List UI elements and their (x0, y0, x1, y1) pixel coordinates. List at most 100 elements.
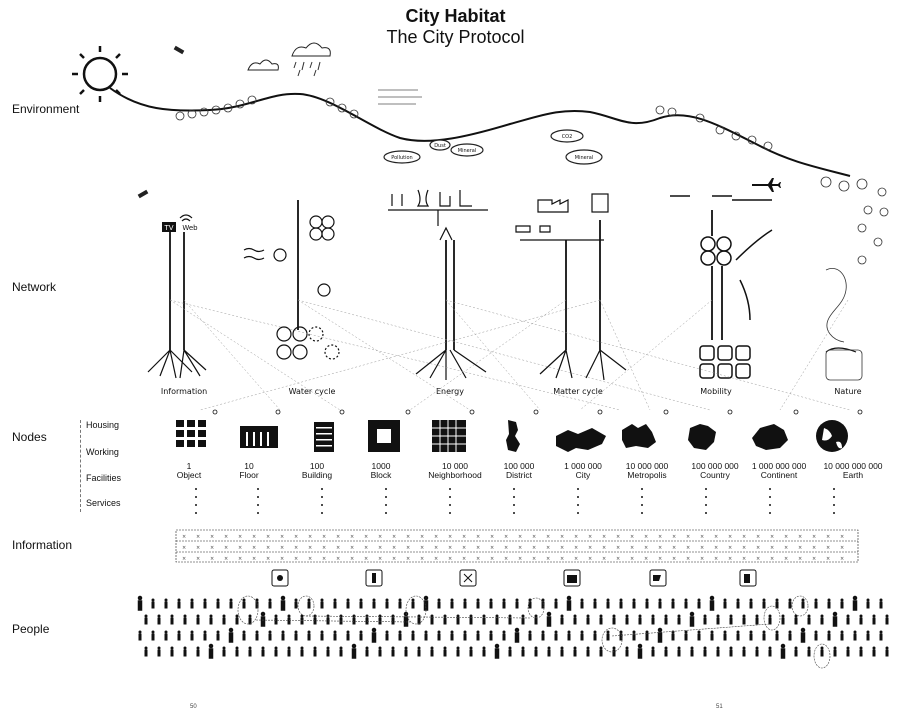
grid-mark: × (252, 545, 256, 551)
person-icon (216, 598, 220, 609)
person-icon (645, 630, 649, 641)
person-icon (222, 646, 226, 657)
person-icon (852, 595, 858, 611)
person-icon (313, 614, 317, 625)
grid-mark: × (616, 545, 620, 551)
person-icon (151, 630, 155, 641)
row-label-environment: Environment (12, 102, 80, 116)
grid-mark: × (672, 534, 676, 540)
grid-mark: × (490, 545, 494, 551)
grid-mark: × (434, 545, 438, 551)
grid-mark: × (406, 534, 410, 540)
person-icon (554, 630, 558, 641)
person-icon (638, 614, 642, 625)
person-icon (742, 614, 746, 625)
network-label-energy: Energy (436, 387, 464, 396)
grid-mark: × (518, 534, 522, 540)
person-icon (580, 630, 584, 641)
person-icon (780, 643, 786, 659)
person-icon (164, 630, 168, 641)
person-icon (403, 611, 409, 627)
node-category-services: Services (86, 498, 121, 508)
resource-blobs (383, 129, 603, 165)
grid-mark: × (420, 534, 424, 540)
wind-icon (378, 89, 422, 105)
grid-mark: × (602, 556, 606, 562)
grid-mark: × (714, 534, 718, 540)
district-icon (506, 420, 520, 452)
person-icon (632, 598, 636, 609)
person-icon (684, 630, 688, 641)
person-icon (190, 598, 194, 609)
person-icon (658, 598, 662, 609)
person-icon (450, 630, 454, 641)
grid-mark: × (532, 556, 536, 562)
person-icon (697, 630, 701, 641)
grid-mark: × (308, 556, 312, 562)
person-icon (365, 646, 369, 657)
grid-mark: × (238, 556, 242, 562)
grid-mark: × (476, 556, 480, 562)
person-icon (489, 598, 493, 609)
person-icon (423, 595, 429, 611)
person-icon (307, 630, 311, 641)
grid-mark: × (728, 556, 732, 562)
person-icon (827, 630, 831, 641)
person-icon (755, 646, 759, 657)
person-icon (736, 598, 740, 609)
node-category-housing: Housing (86, 420, 120, 430)
person-icon (229, 598, 233, 609)
person-icon (879, 630, 883, 641)
person-icon (716, 614, 720, 625)
grid-mark: × (756, 556, 760, 562)
grid-mark: × (224, 534, 228, 540)
people-connection-circles (237, 595, 831, 669)
person-icon (339, 646, 343, 657)
person-icon (768, 614, 772, 625)
person-icon (378, 646, 382, 657)
person-icon (268, 630, 272, 641)
person-icon (872, 614, 876, 625)
grid-mark: × (672, 545, 676, 551)
person-icon (255, 598, 259, 609)
person-icon (866, 630, 870, 641)
person-icon (612, 614, 616, 625)
person-icon (762, 598, 766, 609)
person-icon (586, 646, 590, 657)
grid-mark: × (714, 556, 718, 562)
grid-mark: × (560, 534, 564, 540)
grid-mark: × (210, 545, 214, 551)
network-label-information: Information (161, 387, 207, 396)
person-icon (800, 627, 806, 643)
wifi-icon (179, 214, 193, 222)
grid-mark: × (392, 556, 396, 562)
person-icon (534, 614, 538, 625)
grid-mark: × (210, 556, 214, 562)
person-icon (502, 598, 506, 609)
person-icon (689, 611, 695, 627)
person-icon (729, 646, 733, 657)
node-connector-dots (212, 409, 863, 415)
grid-mark: × (588, 534, 592, 540)
person-icon (411, 630, 415, 641)
person-icon (788, 598, 792, 609)
person-icon (697, 598, 701, 609)
person-icon (619, 598, 623, 609)
grid-mark: × (840, 556, 844, 562)
grid-mark: × (574, 534, 578, 540)
person-icon (196, 614, 200, 625)
water-cycle-icons (243, 215, 340, 360)
grid-mark: × (238, 545, 242, 551)
grid-mark: × (434, 556, 438, 562)
person-icon (190, 630, 194, 641)
person-icon (222, 614, 226, 625)
grid-mark: × (658, 534, 662, 540)
connector-lines (169, 299, 851, 411)
person-icon (280, 595, 286, 611)
grid-mark: × (336, 545, 340, 551)
grid-mark: × (294, 545, 298, 551)
grid-mark: × (182, 545, 186, 551)
person-icon (515, 598, 519, 609)
nature-trees (820, 176, 889, 381)
